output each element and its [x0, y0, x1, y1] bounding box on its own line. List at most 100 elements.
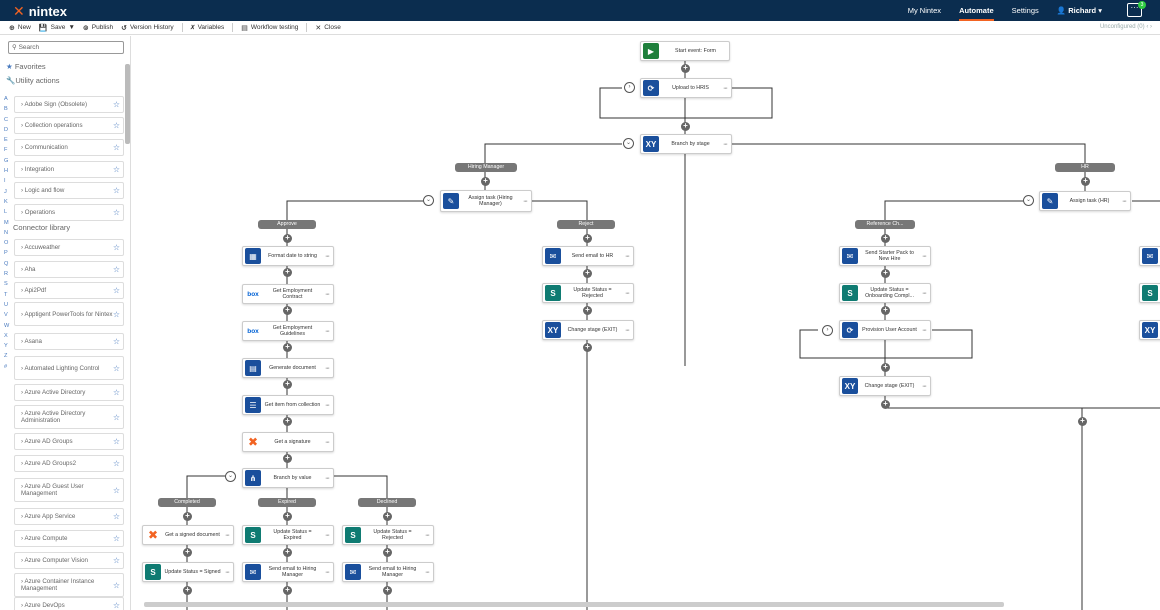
node-menu-icon[interactable]: ···: [225, 568, 230, 576]
add-action-plus[interactable]: +: [283, 454, 292, 463]
connector-item[interactable]: › Apptigent PowerTools for Nintex☆: [14, 302, 124, 326]
favorite-star-icon[interactable]: ☆: [112, 309, 120, 319]
connector-item[interactable]: › Azure AD Guest User Management☆: [14, 478, 124, 502]
alphabet-letter[interactable]: K: [4, 198, 8, 205]
alphabet-letter[interactable]: Q: [4, 260, 9, 267]
add-action-plus[interactable]: +: [383, 512, 392, 521]
alphabet-letter[interactable]: G: [4, 157, 9, 164]
connector-item[interactable]: › Azure Active Directory Administration☆: [14, 405, 124, 429]
connector-item[interactable]: › Asana☆: [14, 333, 124, 350]
alphabet-letter[interactable]: B: [4, 106, 8, 113]
favorites-header[interactable]: ★ Favorites: [6, 62, 46, 71]
favorite-star-icon[interactable]: ☆: [112, 186, 120, 195]
alphabet-letter[interactable]: U: [4, 301, 9, 308]
branch-label-completed[interactable]: Completed: [158, 498, 216, 507]
utility-category-item[interactable]: › Operations☆: [14, 204, 124, 221]
branch-label-declined[interactable]: Declined: [358, 498, 416, 507]
add-action-plus[interactable]: +: [383, 586, 392, 595]
favorite-star-icon[interactable]: ☆: [112, 485, 120, 495]
add-action-plus[interactable]: +: [283, 343, 292, 352]
favorite-star-icon[interactable]: ☆: [112, 512, 120, 521]
add-action-plus[interactable]: +: [1078, 417, 1087, 426]
add-action-plus[interactable]: +: [283, 306, 292, 315]
nintex-logo[interactable]: ✕nintex: [13, 3, 68, 19]
favorite-star-icon[interactable]: ☆: [112, 121, 120, 130]
node-menu-icon[interactable]: ···: [425, 531, 430, 539]
favorite-star-icon[interactable]: ☆: [112, 601, 120, 610]
provision-user-node[interactable]: ⟳Provision User Account···: [839, 320, 931, 340]
assign-task-hm-node[interactable]: ✎Assign task (Hiring Manager)···: [440, 190, 532, 212]
favorite-star-icon[interactable]: ☆: [112, 100, 120, 109]
branch-label-hr[interactable]: HR: [1055, 163, 1115, 172]
branch-collapse-icon[interactable]: ⌄: [225, 471, 236, 482]
node-menu-icon[interactable]: ···: [523, 197, 528, 205]
unconfigured-status[interactable]: Unconfigured (0) ‹ ›: [1099, 24, 1152, 30]
node-menu-icon[interactable]: ···: [325, 438, 330, 446]
send-starter-pack-node[interactable]: ✉Send Starter Pack to New Hire···: [839, 246, 931, 266]
node-menu-icon[interactable]: ···: [325, 401, 330, 409]
node-menu-icon[interactable]: ···: [625, 252, 630, 260]
utility-category-item[interactable]: › Logic and flow☆: [14, 182, 124, 199]
alphabet-letter[interactable]: P: [4, 250, 8, 257]
node-menu-icon[interactable]: ···: [325, 568, 330, 576]
node-menu-icon[interactable]: ···: [723, 140, 728, 148]
alphabet-letter[interactable]: S: [4, 281, 8, 288]
alphabet-letter[interactable]: Z: [4, 353, 8, 360]
node-menu-icon[interactable]: ···: [225, 531, 230, 539]
add-action-plus[interactable]: +: [583, 306, 592, 315]
branch-collapse-icon[interactable]: ⌄: [1023, 195, 1034, 206]
add-action-plus[interactable]: +: [681, 64, 690, 73]
branch-label-reference-check[interactable]: Reference Ch...: [855, 220, 915, 229]
node-menu-icon[interactable]: ···: [922, 289, 927, 297]
workflow-testing-button[interactable]: ▤Workflow testing: [241, 24, 299, 32]
connector-item[interactable]: › Azure DevOps☆: [14, 597, 124, 610]
add-action-plus[interactable]: +: [283, 586, 292, 595]
node-menu-icon[interactable]: ···: [325, 364, 330, 372]
branch-label-hiring-manager[interactable]: Hiring Manager: [455, 163, 517, 172]
favorite-star-icon[interactable]: ☆: [112, 243, 120, 252]
alphabet-letter[interactable]: Y: [4, 343, 8, 350]
favorite-star-icon[interactable]: ☆: [112, 534, 120, 543]
node-menu-icon[interactable]: ···: [723, 84, 728, 92]
connector-item[interactable]: › Azure Compute☆: [14, 530, 124, 547]
get-signature-node[interactable]: ✖Get a signature···: [242, 432, 334, 452]
alphabet-letter[interactable]: X: [4, 332, 8, 339]
add-action-plus[interactable]: +: [283, 548, 292, 557]
add-action-plus[interactable]: +: [283, 234, 292, 243]
connector-item[interactable]: › Api2Pdf☆: [14, 282, 124, 299]
node-menu-icon[interactable]: ···: [325, 531, 330, 539]
utility-category-item[interactable]: › Collection operations☆: [14, 117, 124, 134]
favorite-star-icon[interactable]: ☆: [112, 412, 120, 422]
upload-hris-node[interactable]: ⟳Upload to HRIS···: [640, 78, 732, 98]
add-action-plus[interactable]: +: [283, 512, 292, 521]
utility-category-item[interactable]: › Adobe Sign (Obsolete)☆: [14, 96, 124, 113]
node-menu-icon[interactable]: ···: [625, 289, 630, 297]
canvas-horizontal-scrollbar[interactable]: [144, 602, 1004, 607]
connector-item[interactable]: › Azure Computer Vision☆: [14, 552, 124, 569]
user-menu[interactable]: 👤 Richard ▾: [1056, 6, 1102, 15]
alphabet-letter[interactable]: O: [4, 240, 9, 247]
notification-badge[interactable]: 3: [1138, 1, 1146, 9]
connector-item[interactable]: › Azure App Service☆: [14, 508, 124, 525]
add-action-plus[interactable]: +: [383, 548, 392, 557]
save-button[interactable]: 💾Save▼: [38, 24, 75, 32]
start-event-node[interactable]: ▶Start event: Form: [640, 41, 730, 61]
favorite-star-icon[interactable]: ☆: [112, 580, 120, 590]
alphabet-letter[interactable]: H: [4, 168, 9, 175]
favorite-star-icon[interactable]: ☆: [112, 337, 120, 346]
add-action-plus[interactable]: +: [881, 306, 890, 315]
favorite-star-icon[interactable]: ☆: [112, 437, 120, 446]
close-button[interactable]: ✕Close: [315, 24, 341, 32]
more-menu-button[interactable]: ···: [1127, 3, 1142, 17]
connector-item[interactable]: › Aha☆: [14, 261, 124, 278]
node-menu-icon[interactable]: ···: [625, 326, 630, 334]
loop-toggle-icon[interactable]: ›: [624, 82, 635, 93]
alphabet-letter[interactable]: D: [4, 126, 9, 133]
branch-label-expired[interactable]: Expired: [258, 498, 316, 507]
add-action-plus[interactable]: +: [583, 234, 592, 243]
